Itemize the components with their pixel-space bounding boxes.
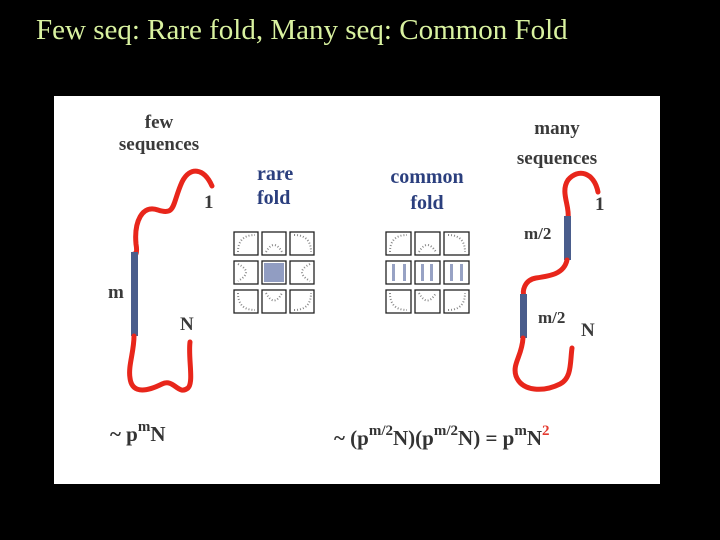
formula-many-prefix: ~ (p	[334, 426, 369, 450]
common-fold-label: common fold	[384, 164, 470, 216]
left-chain-lower	[127, 333, 194, 393]
formula-many-exp2: m/2	[433, 423, 459, 439]
formula-few-prefix: ~ p	[110, 422, 138, 446]
sequences-label-right: sequences	[516, 148, 598, 169]
rare-word: rare	[257, 163, 294, 185]
formula-many-mid2: N) = p	[458, 426, 515, 450]
right-chain-top	[562, 170, 601, 225]
right-chain-bottom	[512, 335, 575, 392]
right-segment-lower	[520, 294, 527, 338]
right-chain-end-label: N	[581, 320, 595, 341]
formula-many-mid1: N)(p	[393, 426, 434, 450]
formula-many-exp3: m	[514, 423, 527, 439]
many-sequences-heading: many sequences	[502, 114, 612, 174]
common-fold-grid	[385, 231, 470, 314]
left-segment-label: m	[108, 282, 124, 303]
sequences-label-left: sequences	[118, 134, 200, 155]
left-chain-end-label: N	[180, 314, 194, 335]
left-chain-start-label: 1	[204, 192, 214, 213]
right-segment-label-top: m/2	[524, 224, 552, 243]
formula-few-suffix: N	[150, 422, 166, 446]
formula-few: ~ pmN	[110, 419, 166, 447]
right-chain-middle	[520, 257, 570, 299]
formula-many: ~ (pm/2N)(pm/2N) = pmN2	[334, 423, 550, 451]
right-chain-start-label: 1	[595, 194, 605, 215]
formula-many-exp4: 2	[542, 423, 550, 439]
left-segment-m	[131, 252, 138, 336]
rare-fold-label: rare fold	[257, 162, 293, 210]
right-segment-label-bottom: m/2	[538, 308, 566, 327]
fold-figure: few sequences 1 m N rare fold common fol…	[54, 96, 660, 484]
rare-fold-grid	[233, 231, 315, 314]
fold-diagram-graphics	[127, 168, 601, 393]
fold-word-rare: fold	[257, 187, 291, 209]
formula-many-base: N	[526, 426, 543, 450]
formula-many-exp1: m/2	[368, 423, 394, 439]
slide-title: Few seq: Rare fold, Many seq: Common Fol…	[36, 14, 568, 46]
many-label: many	[534, 118, 580, 139]
left-chain-upper	[131, 168, 215, 258]
few-sequences-heading: few sequences	[106, 112, 212, 156]
right-segment-upper	[564, 216, 571, 260]
few-label: few	[144, 112, 174, 133]
fold-word-common: fold	[410, 192, 444, 214]
common-word: common	[390, 166, 464, 188]
formula-few-exponent: m	[137, 419, 151, 435]
